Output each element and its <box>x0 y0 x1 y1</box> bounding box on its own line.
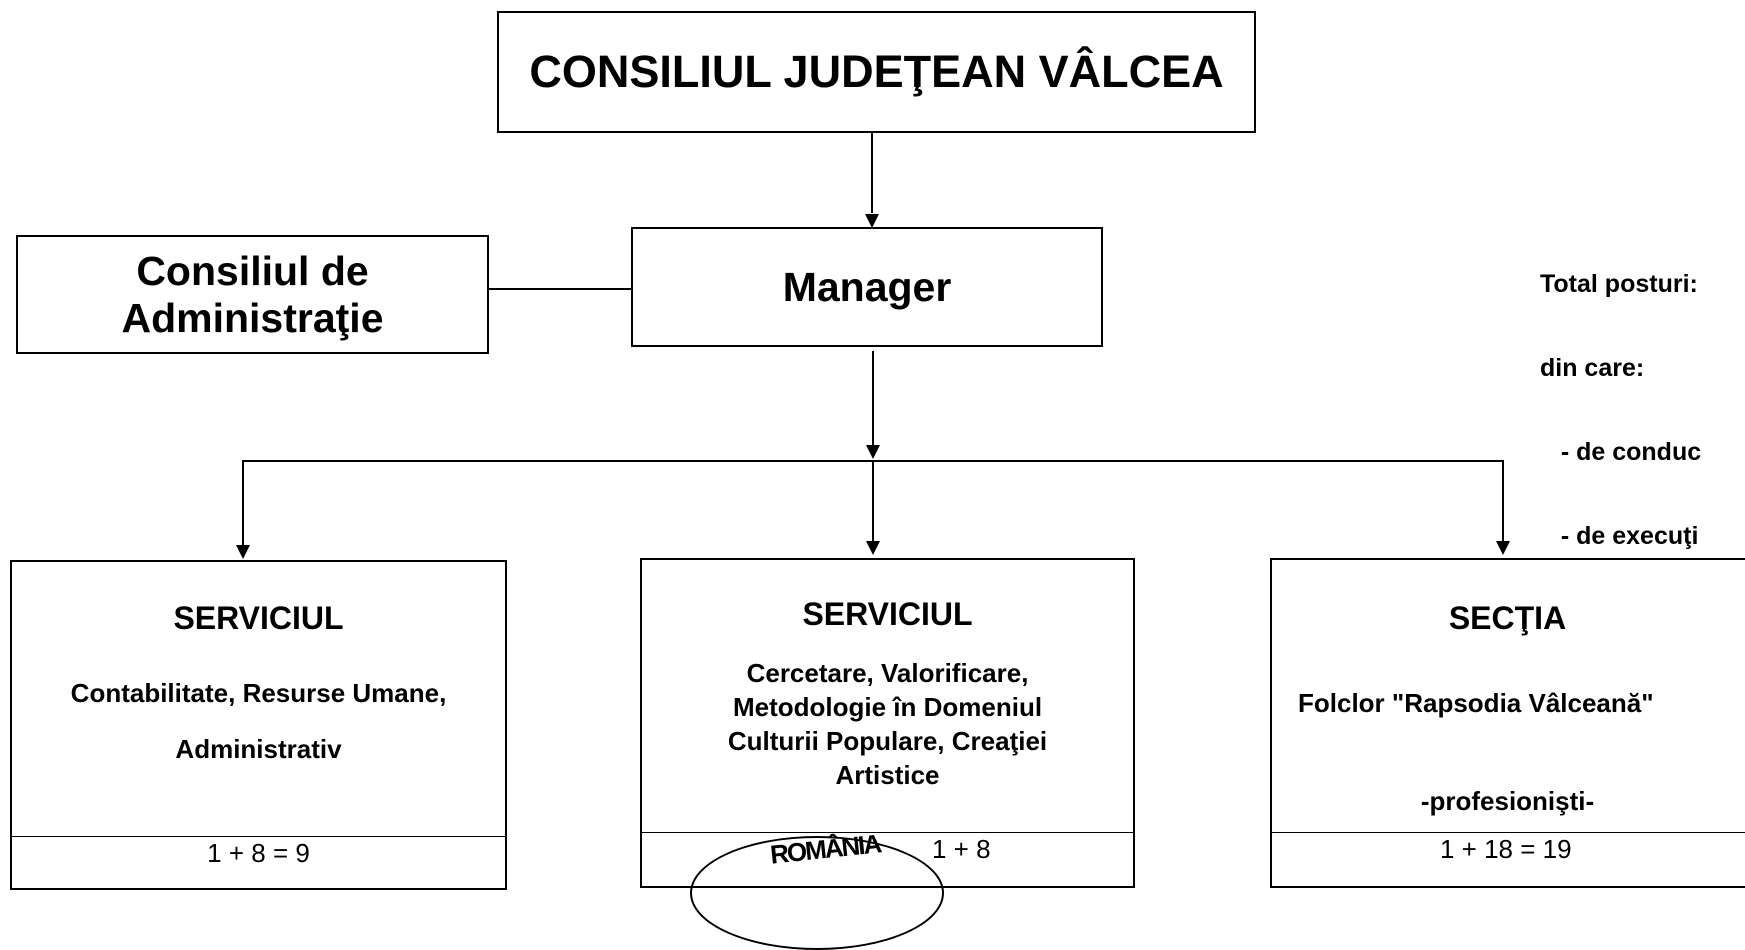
totals-line-1: Total posturi: <box>1540 270 1698 298</box>
dept-research-count: 1 + 8 <box>642 832 1133 876</box>
dept-folklore-box: SECŢIA Folclor "Rapsodia Vâlceană" -prof… <box>1270 558 1745 888</box>
dept-accounting-title: SERVICIUL <box>173 600 344 636</box>
dept-folklore-line-2: -profesionişti- <box>1420 786 1595 816</box>
connector-council-manager <box>871 133 873 213</box>
totals-line-2: din care: <box>1540 354 1645 382</box>
totals-line-4: - de execuţi <box>1540 522 1699 550</box>
manager-box: Manager <box>631 227 1103 347</box>
dept-research-line-2: Metodologie în Domeniul <box>732 692 1043 722</box>
totals-block: Total posturi: din care: - de conduc - d… <box>1540 214 1701 578</box>
arrow-right-dept <box>1496 541 1510 555</box>
arrow-left-dept <box>236 545 250 559</box>
dept-folklore-line-1: Folclor "Rapsodia Vâlceană" <box>1298 688 1654 718</box>
dept-accounting-count: 1 + 8 = 9 <box>12 836 505 881</box>
dept-accounting-line-2: Administrativ <box>175 734 342 764</box>
council-title: CONSILIUL JUDEŢEAN VÂLCEA <box>529 46 1224 97</box>
dept-accounting-line-1: Contabilitate, Resurse Umane, <box>70 678 447 708</box>
totals-line-3: - de conduc <box>1540 438 1702 466</box>
dept-research-line-3: Culturii Populare, Creaţiei <box>727 726 1048 756</box>
connector-manager-split <box>872 351 874 447</box>
dept-research-line-4: Artistice <box>835 760 940 790</box>
connector-board-manager <box>489 288 632 290</box>
dept-accounting-box: SERVICIUL Contabilitate, Resurse Umane, … <box>10 560 507 890</box>
council-box: CONSILIUL JUDEŢEAN VÂLCEA <box>497 11 1256 133</box>
dept-folklore-title: SECŢIA <box>1448 600 1567 636</box>
dept-research-line-1: Cercetare, Valorificare, <box>746 658 1029 688</box>
dept-folklore-count: 1 + 18 = 19 <box>1272 832 1745 876</box>
drop-left <box>242 460 244 545</box>
arrow-to-split <box>866 445 880 459</box>
arrow-to-manager <box>865 214 879 228</box>
manager-title: Manager <box>782 263 952 310</box>
board-box: Consiliul de Administraţie <box>16 235 489 354</box>
arrow-middle-dept <box>866 541 880 555</box>
dept-research-box: SERVICIUL Cercetare, Valorificare, Metod… <box>640 558 1135 888</box>
dept-research-title: SERVICIUL <box>802 596 973 632</box>
drop-right <box>1502 460 1504 541</box>
board-line-1: Consiliul de <box>136 247 369 294</box>
board-line-2: Administraţie <box>121 294 384 341</box>
drop-middle <box>872 460 874 541</box>
